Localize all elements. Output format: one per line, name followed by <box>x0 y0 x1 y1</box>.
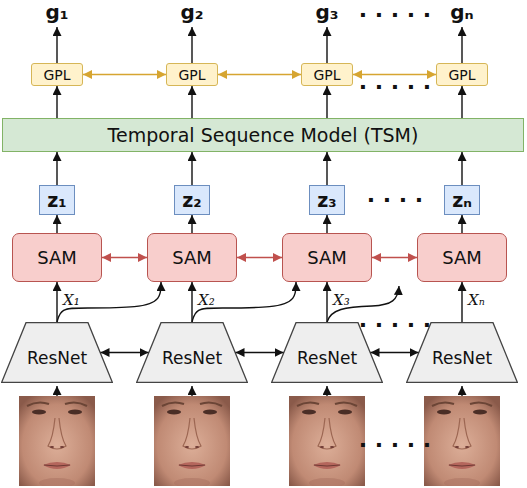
backbone-trapezoid: ResNet <box>1 322 113 383</box>
feature-box: z₂ <box>174 185 210 215</box>
flow-arrow <box>372 257 417 258</box>
sequence-band: Temporal Sequence Model (TSM) <box>2 118 524 152</box>
output-label: g₂ <box>180 0 203 24</box>
flow-arrow <box>461 282 462 322</box>
node-text: GPL <box>448 67 475 83</box>
face-frame <box>424 396 500 488</box>
flow-arrow <box>461 152 462 185</box>
node-text: SAM <box>37 247 77 268</box>
feature-box: z₃ <box>309 185 345 215</box>
output-arrow <box>191 27 192 63</box>
feature-label: X₃ <box>333 291 350 309</box>
output-arrow <box>326 27 327 63</box>
node-text: Temporal Sequence Model (TSM) <box>108 124 419 146</box>
ellipsis: · · · · <box>367 189 423 211</box>
ellipsis: · · · · · <box>359 314 431 336</box>
node-text: GPL <box>178 67 205 83</box>
attention-box: SAM <box>417 233 507 282</box>
node-text: SAM <box>307 247 347 268</box>
flow-arrow <box>191 215 192 233</box>
ellipsis: · · · · · <box>359 434 431 456</box>
flow-arrow <box>326 282 327 322</box>
gpl-box: GPL <box>436 63 488 86</box>
input-arrow <box>461 386 462 396</box>
output-arrow <box>461 27 462 63</box>
input-arrow <box>326 386 327 396</box>
output-label: g₁ <box>45 0 68 24</box>
node-text: ResNet <box>27 348 87 368</box>
flow-arrow <box>56 282 57 322</box>
flow-arrow <box>326 215 327 233</box>
flow-arrow <box>237 257 282 258</box>
flow-arrow <box>56 86 57 118</box>
gpl-box: GPL <box>166 63 218 86</box>
node-text: z₁ <box>47 189 66 211</box>
face-frame <box>289 396 365 488</box>
backbone-trapezoid: ResNet <box>136 322 248 383</box>
attention-box: SAM <box>282 233 372 282</box>
feature-label: Xₙ <box>468 291 485 309</box>
flow-arrow <box>236 352 284 353</box>
node-text: ResNet <box>297 348 357 368</box>
gpl-box: GPL <box>31 63 83 86</box>
attention-box: SAM <box>12 233 102 282</box>
feature-box: zₙ <box>444 185 480 215</box>
face-frame <box>19 396 95 488</box>
flow-arrow <box>102 257 147 258</box>
ellipsis: · · · · · <box>359 76 431 98</box>
flow-arrow <box>191 86 192 118</box>
attention-box: SAM <box>147 233 237 282</box>
face-frame <box>154 396 230 488</box>
feature-label: X₂ <box>198 291 215 309</box>
node-text: GPL <box>43 67 70 83</box>
input-arrow <box>191 386 192 396</box>
flow-arrow <box>83 74 166 75</box>
flow-arrow <box>191 282 192 322</box>
trapezoid-shape <box>137 323 248 383</box>
input-arrow <box>56 386 57 396</box>
node-text: zₙ <box>452 189 472 211</box>
skip-arrow <box>57 282 161 322</box>
output-label: g₃ <box>315 0 338 24</box>
ellipsis: · · · · · <box>359 4 431 26</box>
flow-arrow <box>191 152 192 185</box>
node-text: GPL <box>313 67 340 83</box>
flow-arrow <box>461 86 462 118</box>
flow-arrow <box>56 152 57 185</box>
flow-arrow <box>56 215 57 233</box>
gpl-box: GPL <box>301 63 353 86</box>
node-text: SAM <box>172 247 212 268</box>
feature-box: z₁ <box>39 185 75 215</box>
flow-arrow <box>218 74 301 75</box>
flow-arrow <box>326 86 327 118</box>
trapezoid-shape <box>2 323 113 383</box>
node-text: z₃ <box>317 189 336 211</box>
output-arrow <box>56 27 57 63</box>
flow-arrow <box>461 215 462 233</box>
node-text: ResNet <box>432 348 492 368</box>
node-text: z₂ <box>182 189 201 211</box>
node-text: SAM <box>442 247 482 268</box>
feature-label: X₁ <box>63 291 80 309</box>
skip-arrow <box>192 282 296 322</box>
flow-arrow <box>326 152 327 185</box>
flow-arrow <box>101 352 149 353</box>
flow-arrow <box>353 74 436 75</box>
node-text: ResNet <box>162 348 222 368</box>
flow-arrow <box>371 352 419 353</box>
output-label: gₙ <box>450 0 473 24</box>
